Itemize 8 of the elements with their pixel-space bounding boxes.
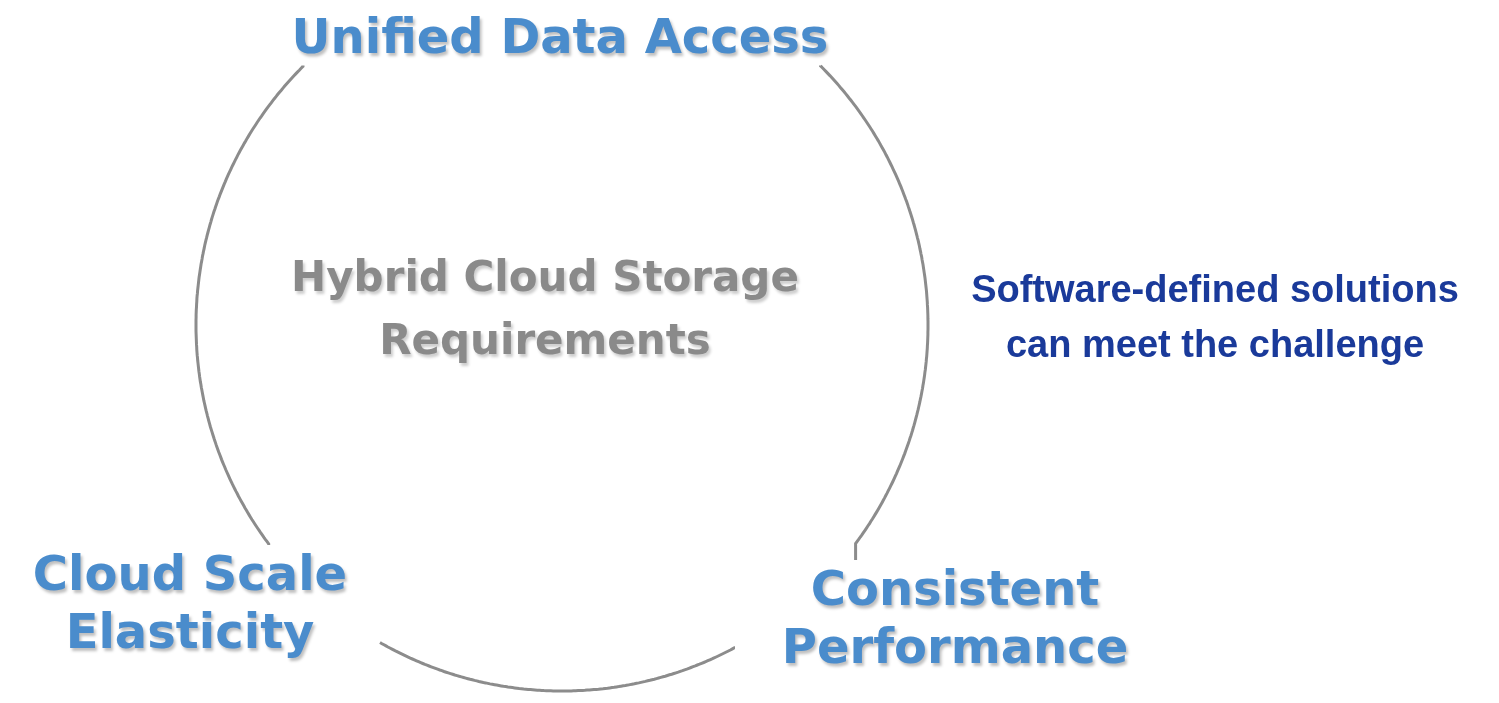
- center-title: Hybrid Cloud Storage Requirements: [235, 245, 855, 371]
- cycle-label: Consistent Performance: [735, 560, 1175, 676]
- cycle-label: Unified Data Access: [291, 8, 829, 66]
- arc-connector: [378, 641, 736, 693]
- overlay-text: Software-defined solutions can meet the challenge: [970, 267, 1460, 368]
- arc-connector: [194, 64, 305, 546]
- arc-connector: [819, 64, 930, 560]
- cycle-label: Cloud Scale Elasticity: [0, 545, 380, 661]
